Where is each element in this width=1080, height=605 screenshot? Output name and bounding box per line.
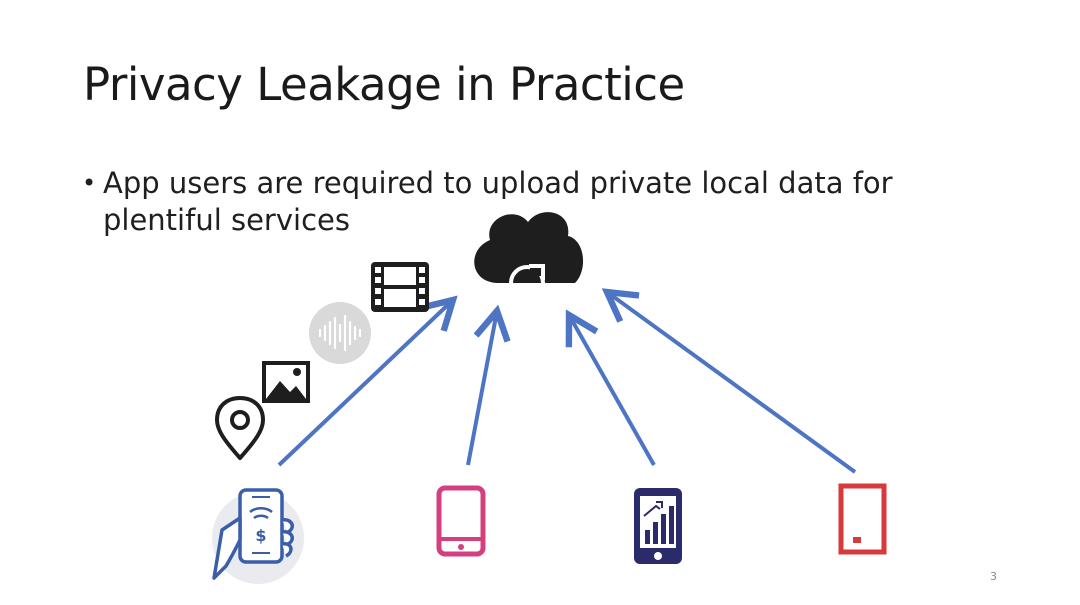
slide-title: Privacy Leakage in Practice [83, 58, 685, 111]
bullet-dot: • [82, 169, 97, 197]
arrow-3 [565, 309, 656, 466]
arrow-1 [277, 295, 458, 467]
upload-arrows [277, 288, 857, 474]
cloud-sync-icon [474, 212, 584, 301]
page-number: 3 [990, 570, 997, 583]
arrow-4 [601, 288, 857, 474]
smartphone-pink-icon [436, 485, 486, 557]
location-pin-icon [215, 396, 265, 460]
arrow-2 [466, 304, 511, 466]
audio-waveform-icon [309, 302, 371, 364]
image-icon [262, 361, 310, 403]
film-icon [371, 262, 429, 312]
svg-text:$: $ [255, 526, 266, 545]
bullet-item: • App users are required to upload priva… [82, 165, 962, 239]
bullet-list: • App users are required to upload priva… [82, 165, 962, 239]
tablet-red-icon [838, 483, 887, 555]
smartphone-chart-icon [634, 488, 682, 564]
hand-phone-payment-icon: $ [212, 488, 304, 584]
bullet-text: App users are required to upload private… [103, 166, 893, 237]
